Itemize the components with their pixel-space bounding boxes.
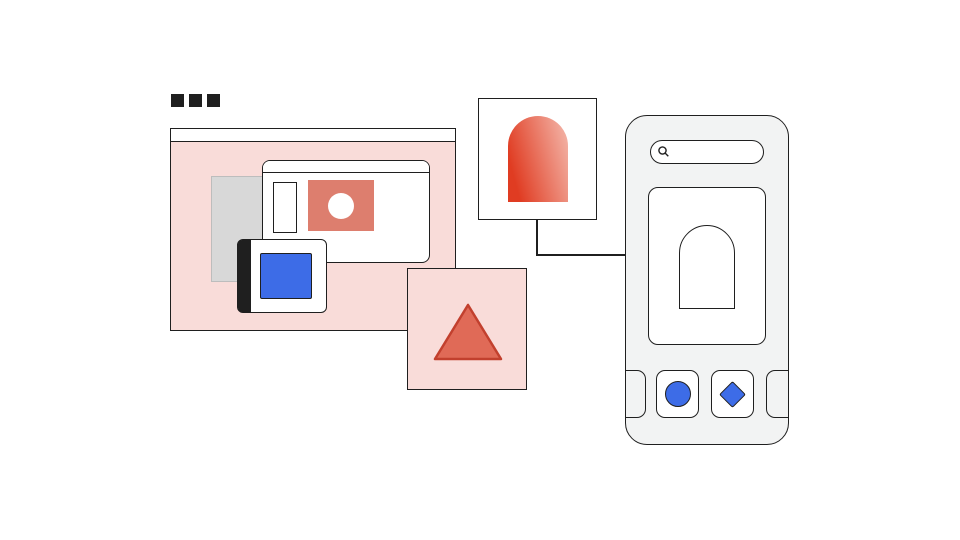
dock-tab-right [766, 370, 788, 418]
triangle-card [407, 268, 527, 390]
browser-titlebar [171, 129, 455, 142]
door-shape [679, 225, 735, 309]
media-card [262, 160, 430, 263]
dock-tab-left [626, 370, 646, 418]
image-circle [328, 192, 354, 219]
diamond-button [711, 370, 754, 418]
wallet-card-blue-screen [260, 253, 312, 299]
triangle-shape [433, 303, 503, 361]
menu-dot [207, 94, 220, 107]
circle-button [656, 370, 699, 418]
browser-window [170, 128, 456, 331]
arch-shape [508, 116, 568, 202]
image-placeholder [308, 180, 374, 231]
triangle-graphic [433, 303, 503, 361]
search-icon [658, 146, 669, 157]
menu-dot [171, 94, 184, 107]
media-card-titlebar [263, 161, 429, 173]
search-bar [650, 140, 764, 164]
menu-dots-icon [171, 94, 220, 107]
phone-frame [625, 115, 789, 445]
circle-icon [664, 381, 691, 407]
diamond-icon [719, 380, 746, 408]
connector-line-vertical [536, 219, 538, 256]
wallet-card-spine [238, 240, 251, 312]
media-card-sidebar [273, 182, 297, 233]
phone-screen [648, 187, 766, 345]
menu-dot [189, 94, 202, 107]
connector-line-horizontal [536, 254, 626, 256]
arch-frame [478, 98, 597, 220]
wallet-card [237, 239, 327, 313]
